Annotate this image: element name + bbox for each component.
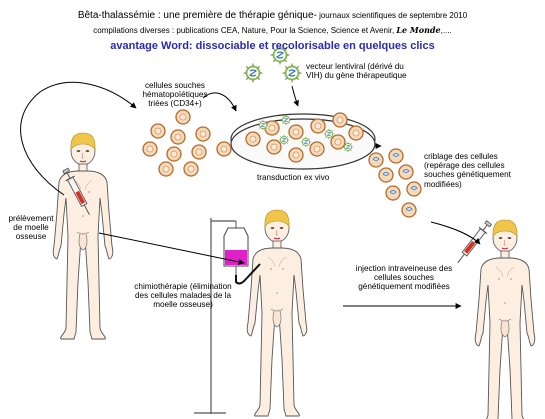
patient-harvest-figure <box>52 132 114 340</box>
arrow-stem-cells-to-dish <box>202 92 237 112</box>
sources-line: compilations diverses : publications CEA… <box>0 26 545 36</box>
diagram-title: Bêta-thalassémie : une première de théra… <box>0 10 545 21</box>
label-transduction: transduction ex vivo <box>257 173 330 182</box>
sources-tail: ,.... <box>440 26 452 35</box>
title-main: Bêta-thalassémie : une première de théra… <box>77 10 317 21</box>
iv-drip-stand-icon <box>194 218 261 414</box>
arrow-harvest-to-chemo <box>98 232 245 265</box>
injection-syringe-icon <box>453 218 494 267</box>
patient-injection-figure <box>474 219 536 419</box>
connector-arrows <box>20 81 481 309</box>
arrow-screening-to-injection <box>430 221 481 245</box>
petri-dish-icon <box>230 112 376 170</box>
arrow-vector-to-dish <box>291 85 299 107</box>
newspaper-logo: Le Monde <box>396 25 441 35</box>
arrow-harvest-to-stem-cells <box>20 81 137 196</box>
patient-chemotherapy-figure <box>246 209 308 417</box>
sorted-stem-cells-cluster <box>142 109 232 177</box>
diagram-subtitle: avantage Word: dissociable et recolorisa… <box>110 40 435 52</box>
label-screening: criblage des cellules(repérage des cellu… <box>424 152 511 189</box>
title-date: journaux scientifiques de septembre 2010 <box>316 11 468 20</box>
sources-text: compilations diverses : publications CEA… <box>93 26 397 35</box>
modified-stem-cells-cluster <box>368 148 422 218</box>
